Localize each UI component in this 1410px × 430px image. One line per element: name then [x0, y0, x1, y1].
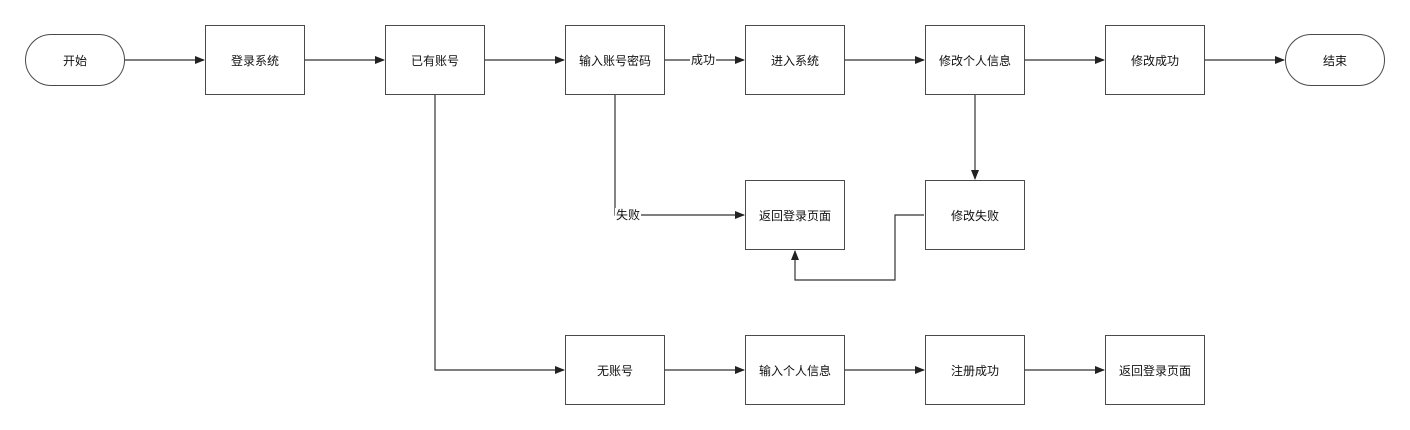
edit-info-node: 修改个人信息	[925, 25, 1025, 95]
register-success-node: 注册成功	[925, 335, 1025, 405]
edit-failed-node: 修改失败	[925, 180, 1025, 250]
has-account-node: 已有账号	[385, 25, 485, 95]
edit-success-node: 修改成功	[1105, 25, 1205, 95]
enter-credentials-node: 输入账号密码	[565, 25, 665, 95]
edge-has-account-to-no-account	[434, 95, 565, 374]
back-to-login-node-2: 返回登录页面	[1105, 335, 1205, 405]
edge-label-success: 成功	[690, 53, 717, 67]
start-node: 开始	[25, 34, 125, 86]
enter-info-node: 输入个人信息	[745, 335, 845, 405]
enter-system-node: 进入系统	[745, 25, 845, 95]
edge-edit-failed-to-back-to-login	[791, 214, 924, 281]
edge-credentials-to-back-to-login	[614, 95, 745, 219]
login-system-node: 登录系统	[205, 25, 305, 95]
back-to-login-node-1: 返回登录页面	[745, 180, 845, 250]
end-node: 结束	[1285, 34, 1385, 86]
edge-label-failure: 失败	[615, 208, 642, 222]
no-account-node: 无账号	[565, 335, 665, 405]
